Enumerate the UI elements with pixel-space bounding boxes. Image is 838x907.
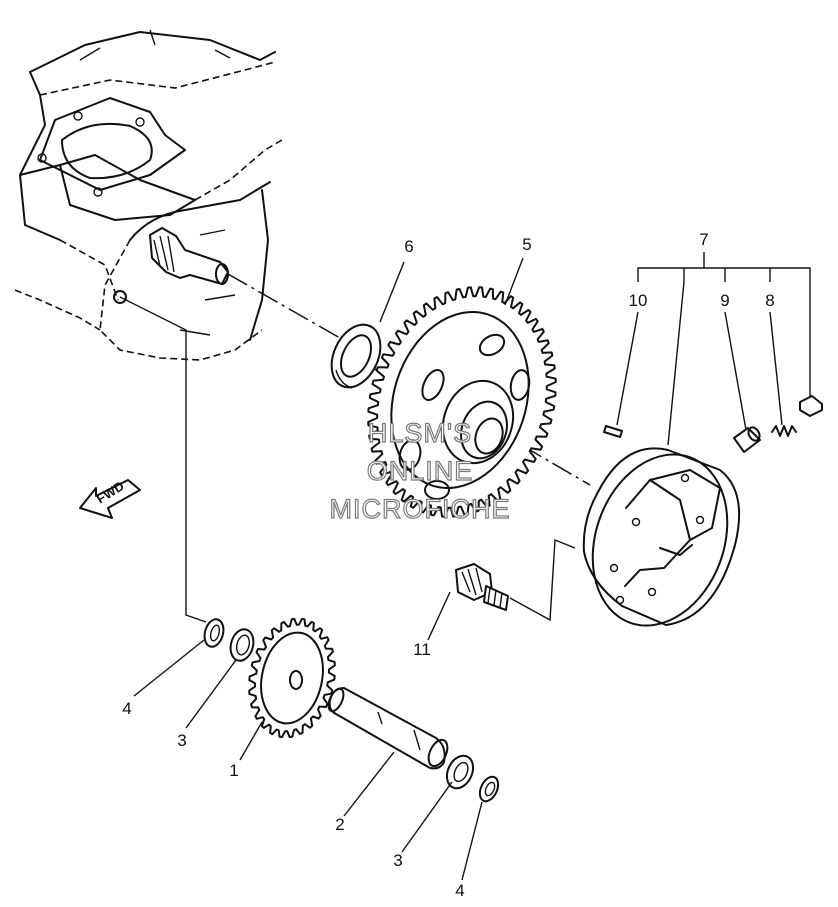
watermark-line-1: HLSM'S [368, 418, 472, 448]
callout-3-right: 3 [393, 851, 402, 870]
callout-3-left: 3 [177, 731, 186, 750]
callout-8: 8 [765, 291, 774, 310]
callout-5: 5 [522, 235, 531, 254]
callout-4-right: 4 [455, 881, 464, 900]
watermark-line-2: ONLINE [367, 456, 474, 486]
watermark-line-3: MICROFICHE [330, 494, 511, 524]
callout-7: 7 [699, 230, 708, 249]
part-1-idler-gear [248, 617, 336, 739]
engine-crankcase-outline [14, 29, 283, 361]
part-9-plunger [733, 426, 761, 453]
callout-10: 10 [629, 291, 648, 310]
forward-direction-arrow: FWD [79, 478, 141, 519]
callout-2: 2 [335, 815, 344, 834]
callout-4-left: 4 [122, 699, 131, 718]
part-4-circlip-left [203, 618, 225, 648]
part-2-shaft [327, 687, 449, 770]
part-5-starter-gear [367, 286, 557, 518]
callout-labels: 6 5 7 10 9 8 11 4 3 1 2 3 4 [122, 230, 774, 900]
callout-leader-lines [133, 257, 524, 881]
callout-9: 9 [720, 291, 729, 310]
part-8-spring [771, 395, 823, 437]
part-4-circlip-right [478, 775, 500, 803]
part-3-washer-right [445, 754, 475, 790]
callout-6: 6 [404, 237, 413, 256]
part-11-bolt [455, 563, 509, 611]
part-6-washer [330, 323, 382, 389]
part-3-washer-left [229, 628, 255, 662]
watermark: HLSM'S ONLINE MICROFICHE [329, 417, 511, 524]
part-7-starter-clutch [582, 447, 741, 627]
callout-11: 11 [413, 640, 431, 659]
part-7-bracket-lines [616, 252, 811, 446]
callout-1: 1 [229, 761, 238, 780]
part-10-roller [603, 425, 623, 438]
